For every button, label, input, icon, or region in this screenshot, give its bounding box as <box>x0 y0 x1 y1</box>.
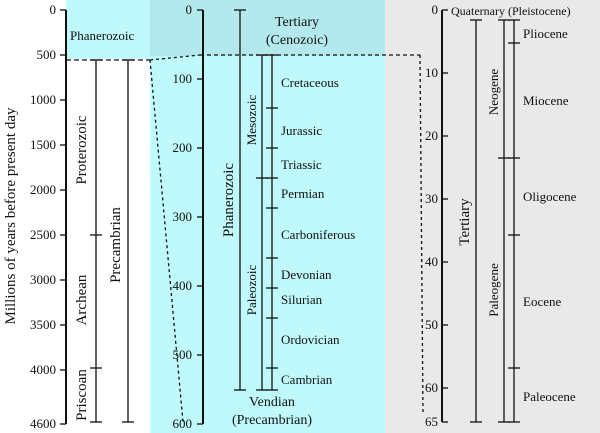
zoom-connector-top-left <box>149 54 201 61</box>
panel2-period-labels: Cretaceous Jurassic Triassic Permian Car… <box>281 75 355 387</box>
panel2-mesozoic-label: Mesozoic <box>244 95 259 146</box>
panel1-archean-label: Archean <box>74 274 90 325</box>
panel2-tick-labels: 0 100 200 300 400 500 600 <box>173 2 193 431</box>
y-axis-label: Millions of years before present day <box>3 107 19 325</box>
diagram-lines <box>60 9 520 425</box>
period-label: Carboniferous <box>281 227 355 242</box>
period-label: Ordovician <box>281 332 340 347</box>
panel3-tick: 20 <box>425 128 438 143</box>
panel2-paleozoic-label: Paleozoic <box>244 265 259 316</box>
panel3-gray-background <box>385 0 600 433</box>
panel2-precambrian-label: (Precambrian) <box>232 413 312 428</box>
panel2-tick: 400 <box>173 278 193 293</box>
period-label: Cretaceous <box>281 75 339 90</box>
panel1-precambrian-label: Precambrian <box>108 207 124 283</box>
panel1-tick: 3500 <box>30 317 56 332</box>
panel1-tick: 500 <box>37 47 57 62</box>
panel3-tick: 10 <box>425 65 438 80</box>
panel1-proterozoic-label: Proterozoic <box>74 115 90 184</box>
epoch-label: Paleocene <box>523 389 576 404</box>
panel1-tick: 2500 <box>30 227 56 242</box>
panel1-phanerozoic-band <box>66 0 150 59</box>
panel2-cenozoic-band <box>150 0 385 56</box>
epoch-label: Miocene <box>523 93 569 108</box>
panel2-tick: 600 <box>173 416 193 431</box>
period-label: Triassic <box>281 157 322 172</box>
panel1-phanerozoic-label: Phanerozoic <box>70 28 134 43</box>
panel1-tick: 3000 <box>30 272 56 287</box>
period-label: Silurian <box>281 292 323 307</box>
panel3-tick: 60 <box>425 380 438 395</box>
epoch-label: Pliocene <box>523 26 568 41</box>
panel1-tick: 1000 <box>30 92 56 107</box>
panel1-priscoan-label: Priscoan <box>74 369 90 421</box>
zoom-connector-bottom-left <box>149 59 184 423</box>
panel3-tick: 50 <box>425 317 438 332</box>
panel2-tick: 100 <box>173 71 193 86</box>
panel1-tick: 1500 <box>30 137 56 152</box>
period-label: Permian <box>281 186 325 201</box>
panel3-quaternary-label: Quaternary (Pleistocene) <box>451 4 571 18</box>
panel2-tertiary-label: Tertiary <box>275 15 319 30</box>
panel3-paleogene-label: Paleogene <box>486 263 501 317</box>
panel1-tick-labels: 0 500 1000 1500 2000 2500 3000 3500 4000… <box>30 2 56 431</box>
panel3-tick: 40 <box>425 254 438 269</box>
period-label: Devonian <box>281 267 332 282</box>
epoch-label: Oligocene <box>523 189 577 204</box>
panel3-neogene-label: Neogene <box>486 69 501 115</box>
period-label: Jurassic <box>281 123 322 138</box>
panel3-epoch-labels: Pliocene Miocene Oligocene Eocene Paleoc… <box>523 26 577 404</box>
panel2-cyan-background <box>150 0 385 433</box>
panel2-cenozoic-label: (Cenozoic) <box>266 33 329 48</box>
panel2-tick: 500 <box>173 347 193 362</box>
panel1-tick: 4600 <box>30 416 56 431</box>
panel3-tick: 0 <box>432 2 439 17</box>
panel2-phanerozoic-label: Phanerozoic <box>221 163 237 237</box>
epoch-label: Eocene <box>523 294 561 309</box>
panel2-tick: 300 <box>173 209 193 224</box>
panel1-tick: 0 <box>50 2 57 17</box>
panel1-tick: 4000 <box>30 362 56 377</box>
panel1-tick: 2000 <box>30 182 56 197</box>
panel2-tick: 200 <box>173 140 193 155</box>
panel2-vendian-label: Vendian <box>249 395 295 410</box>
panel3-tertiary-label: Tertiary <box>457 198 473 246</box>
panel3-tick: 65 <box>425 414 438 429</box>
period-label: Cambrian <box>281 372 333 387</box>
panel3-tick: 30 <box>425 191 438 206</box>
panel2-tick: 0 <box>186 2 193 17</box>
panel3-tick-labels: 0 10 20 30 40 50 60 65 <box>425 2 438 429</box>
